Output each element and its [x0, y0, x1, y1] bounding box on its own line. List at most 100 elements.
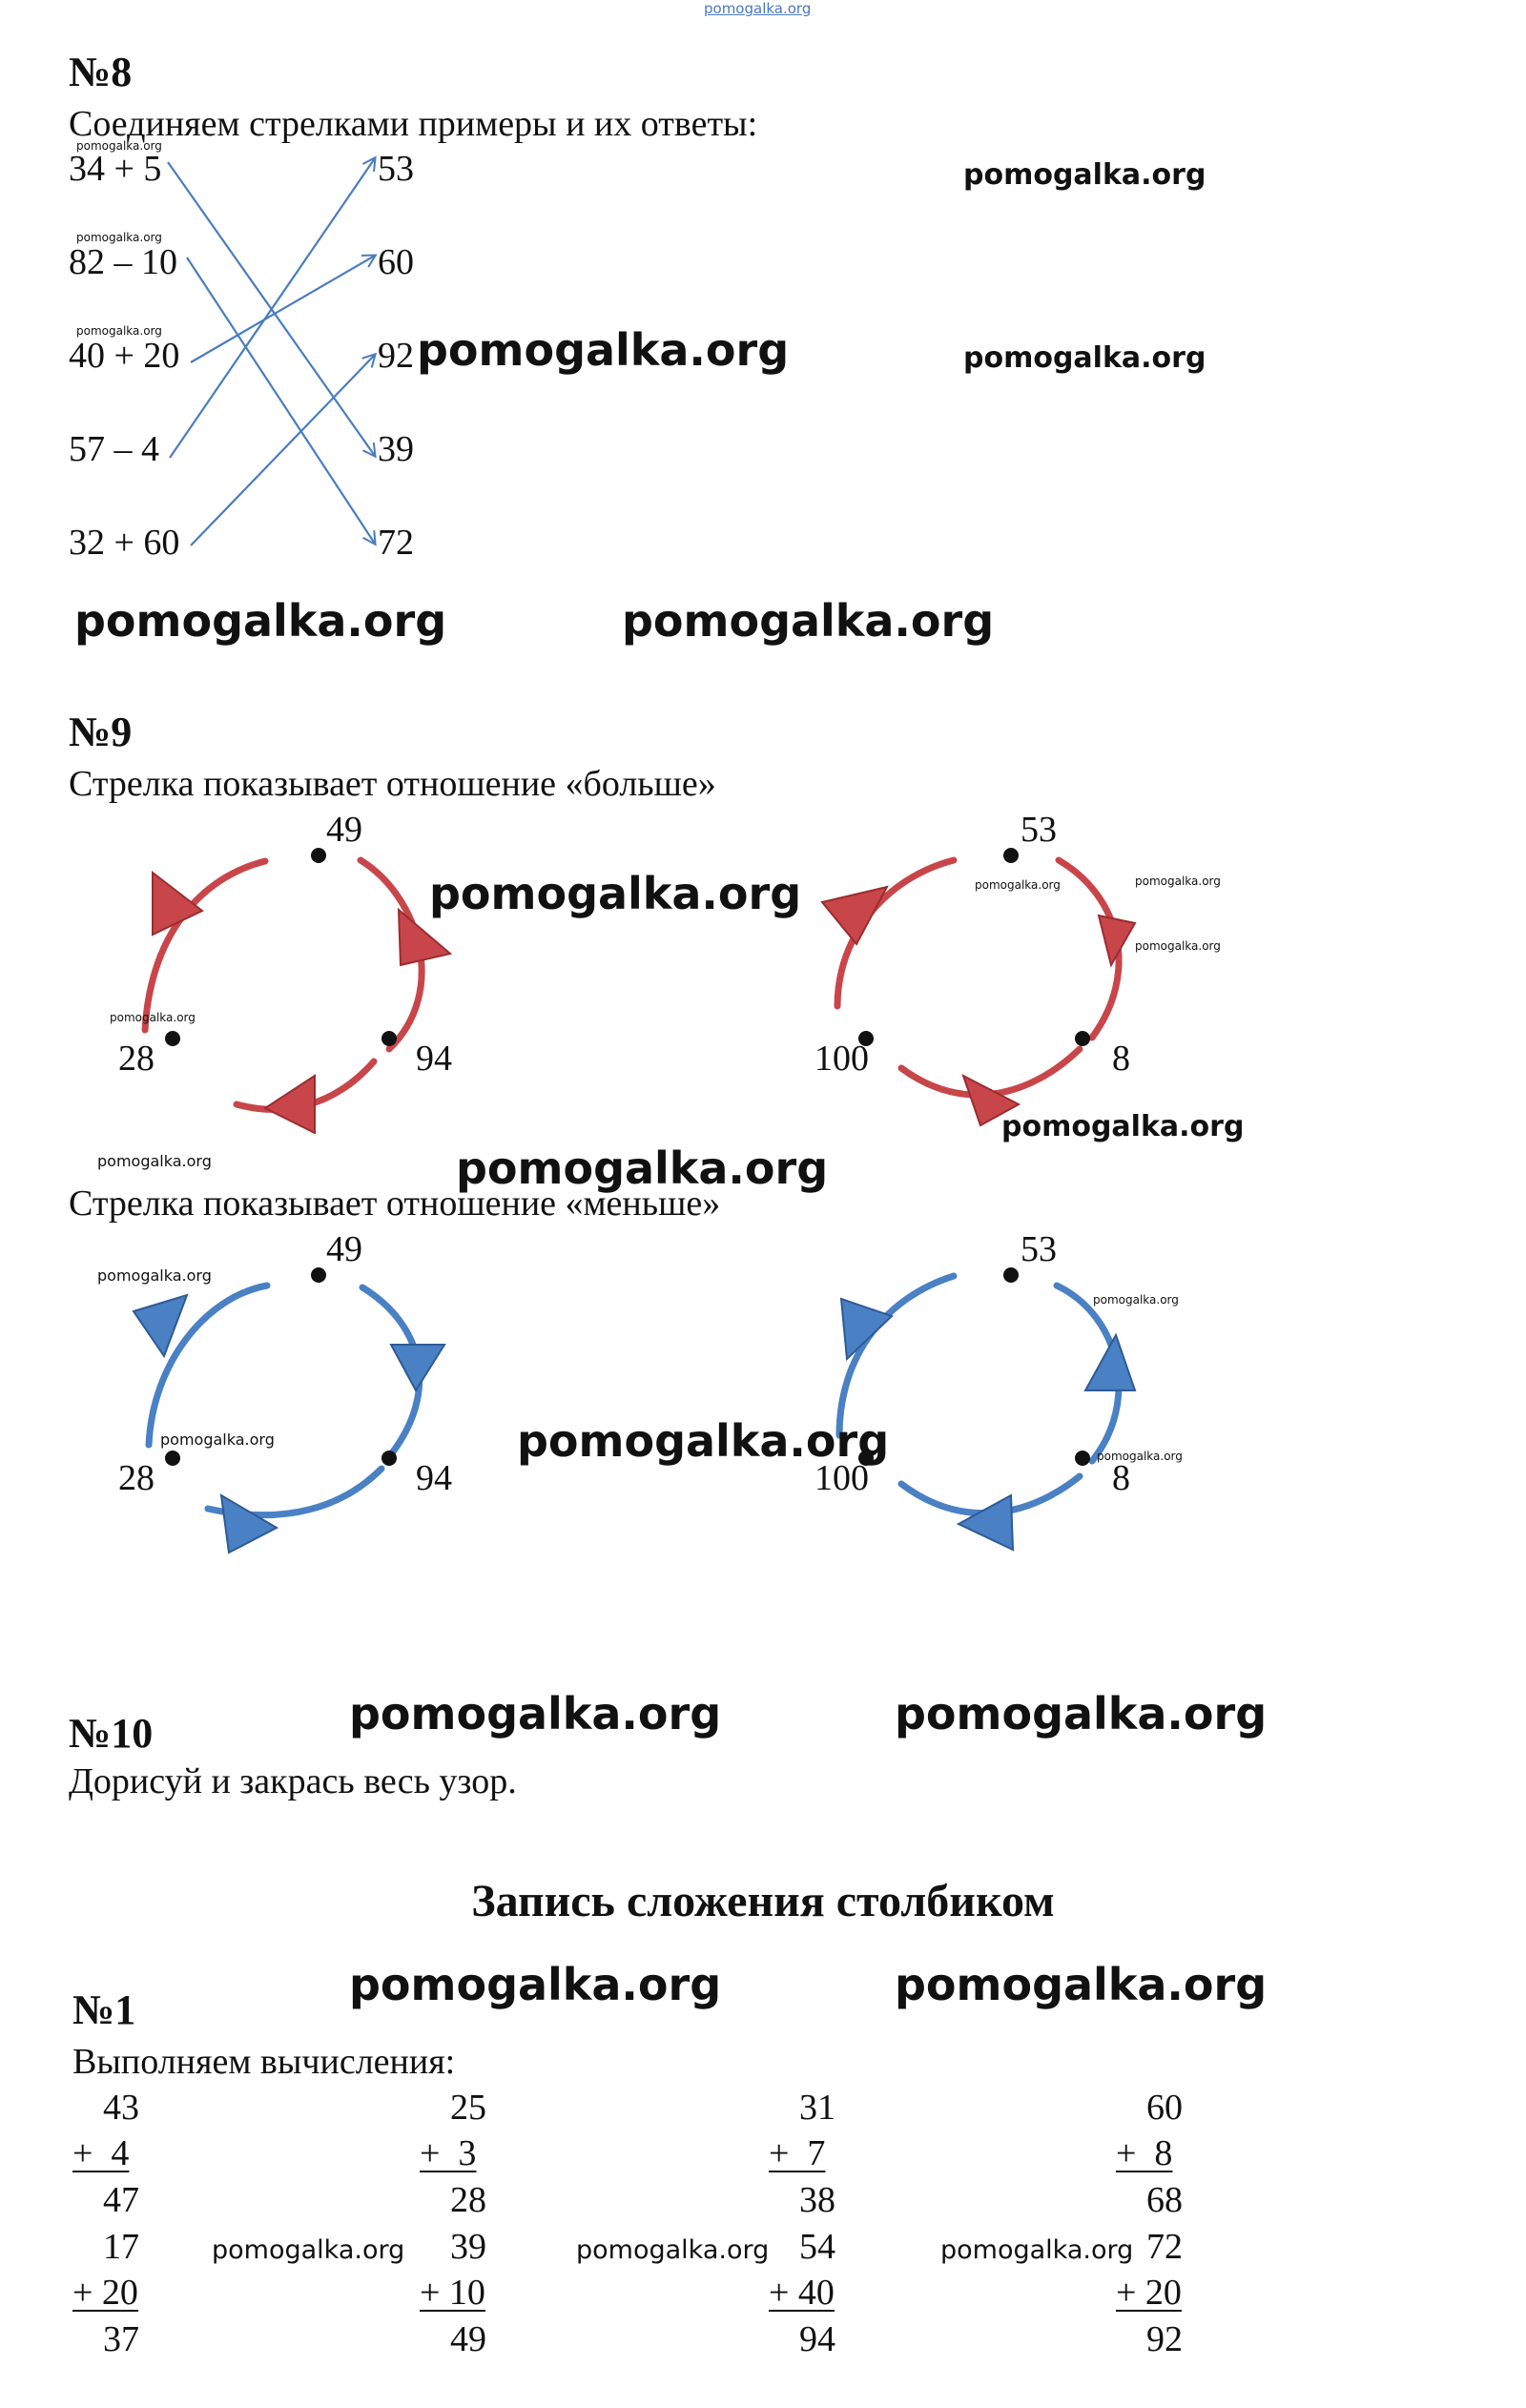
watermark: pomogalka.org	[895, 1959, 1268, 2010]
sum-result: 94	[799, 2319, 835, 2359]
point-dot	[382, 1031, 397, 1046]
addend-top: 17	[103, 2227, 139, 2267]
point-dot	[858, 1451, 874, 1466]
watermark: pomogalka.org	[895, 1688, 1268, 1739]
sum-result: 47	[103, 2180, 139, 2220]
addend-top: 39	[450, 2227, 486, 2267]
addend-bottom: + 20	[72, 2273, 138, 2313]
red-arrowhead	[820, 885, 889, 946]
addend-top: 31	[799, 2088, 835, 2128]
watermark: pomogalka.org	[963, 158, 1206, 192]
node-label: 94	[416, 1039, 452, 1079]
task8-answer-5: 72	[378, 523, 414, 563]
node-label: 8	[1112, 1039, 1130, 1079]
task1-number: №1	[72, 1986, 136, 2033]
red-arrowhead	[152, 870, 204, 936]
arrow-32-to-92	[190, 355, 375, 546]
red-arrowhead	[397, 907, 453, 967]
watermark: pomogalka.org	[349, 1688, 722, 1739]
watermark: pomogalka.org	[97, 1266, 212, 1285]
task9-more-caption: Стрелка показывает отношение «больше»	[69, 764, 716, 804]
point-dot	[311, 1267, 326, 1283]
task1-instruction: Выполняем вычисления:	[72, 2042, 456, 2082]
node-label: 49	[326, 1229, 362, 1269]
addend-top: 72	[1146, 2227, 1183, 2267]
blue-arrowhead	[132, 1293, 189, 1359]
node-label: 94	[416, 1458, 452, 1498]
point-dot	[165, 1031, 180, 1046]
sum-result: 49	[450, 2319, 486, 2359]
watermark: pomogalka.org	[1093, 1293, 1179, 1307]
task8-answer-4: 39	[378, 429, 414, 469]
addend-bottom: + 7	[769, 2133, 826, 2173]
addend-bottom: + 40	[769, 2273, 835, 2313]
watermark: pomogalka.org	[212, 2235, 405, 2265]
task8-answer-1: 53	[378, 149, 414, 189]
watermark: pomogalka.org	[76, 231, 162, 244]
watermark: pomogalka.org	[622, 595, 995, 647]
arrow-57-to-53	[169, 158, 375, 459]
watermark-top[interactable]: pomogalka.org	[704, 0, 812, 17]
section-title: Запись сложения столбиком	[471, 1876, 1055, 1926]
node-label: 28	[118, 1039, 155, 1079]
watermark: pomogalka.org	[1097, 1450, 1183, 1463]
point-dot	[1075, 1451, 1090, 1466]
blue-arrowhead	[956, 1493, 1015, 1552]
node-label: 100	[815, 1458, 869, 1498]
watermark: pomogalka.org	[517, 1415, 890, 1467]
watermark: pomogalka.org	[160, 1430, 275, 1449]
addend-bottom: + 10	[420, 2273, 485, 2313]
node-label: 100	[815, 1039, 869, 1079]
addend-top: 25	[450, 2088, 486, 2128]
watermark: pomogalka.org	[1135, 939, 1221, 953]
red-arrowhead	[262, 1074, 316, 1135]
node-label: 53	[1021, 810, 1057, 850]
watermark: pomogalka.org	[975, 878, 1061, 892]
arrow-40-to-60	[190, 256, 375, 363]
watermark: pomogalka.org	[940, 2235, 1134, 2265]
blue-arrowhead	[1083, 1332, 1137, 1391]
sum-result: 37	[103, 2319, 139, 2359]
addend-top: 43	[103, 2088, 139, 2128]
blue-cycle-a	[145, 1282, 423, 1519]
node-label: 28	[118, 1458, 155, 1498]
blue-arrowhead	[389, 1344, 446, 1392]
addend-bottom: + 8	[1116, 2133, 1173, 2173]
addend-bottom: + 4	[72, 2133, 130, 2173]
arrow-82-to-72	[186, 257, 375, 544]
watermark: pomogalka.org	[349, 1959, 722, 2010]
watermark: pomogalka.org	[429, 868, 802, 919]
sum-result: 68	[1146, 2180, 1183, 2220]
watermark: pomogalka.org	[963, 341, 1206, 375]
watermark: pomogalka.org	[456, 1142, 829, 1194]
addend-top: 60	[1146, 2088, 1183, 2128]
addend-bottom: + 3	[420, 2133, 477, 2173]
watermark: pomogalka.org	[110, 1011, 196, 1024]
point-dot	[858, 1031, 874, 1046]
watermark: pomogalka.org	[76, 139, 162, 153]
watermark: pomogalka.org	[576, 2235, 770, 2265]
addend-bottom: + 20	[1116, 2273, 1182, 2313]
point-dot	[1003, 1267, 1019, 1283]
node-label: 49	[326, 810, 362, 850]
task9-number: №9	[69, 709, 133, 755]
red-arrowhead	[1097, 914, 1137, 968]
red-arrowhead	[961, 1073, 1021, 1127]
task9-less-caption: Стрелка показывает отношение «меньше»	[69, 1183, 721, 1224]
point-dot	[311, 848, 326, 863]
task8-example-1: 34 + 5	[69, 149, 162, 189]
addend-top: 54	[799, 2227, 835, 2267]
task10-instruction: Дорисуй и закрась весь узор.	[69, 1761, 517, 1801]
blue-arrowhead	[219, 1493, 279, 1554]
node-label: 53	[1021, 1229, 1057, 1269]
sum-result: 92	[1146, 2319, 1183, 2359]
task8-answer-3: 92	[378, 336, 414, 376]
task8-instruction: Соединяем стрелками примеры и их ответы:	[69, 104, 758, 144]
task8-answer-2: 60	[378, 242, 414, 282]
task8-number: №8	[69, 49, 133, 95]
point-dot	[165, 1451, 180, 1466]
node-label: 8	[1112, 1458, 1130, 1498]
task10-number: №10	[69, 1710, 154, 1757]
watermark: pomogalka.org	[76, 324, 162, 338]
